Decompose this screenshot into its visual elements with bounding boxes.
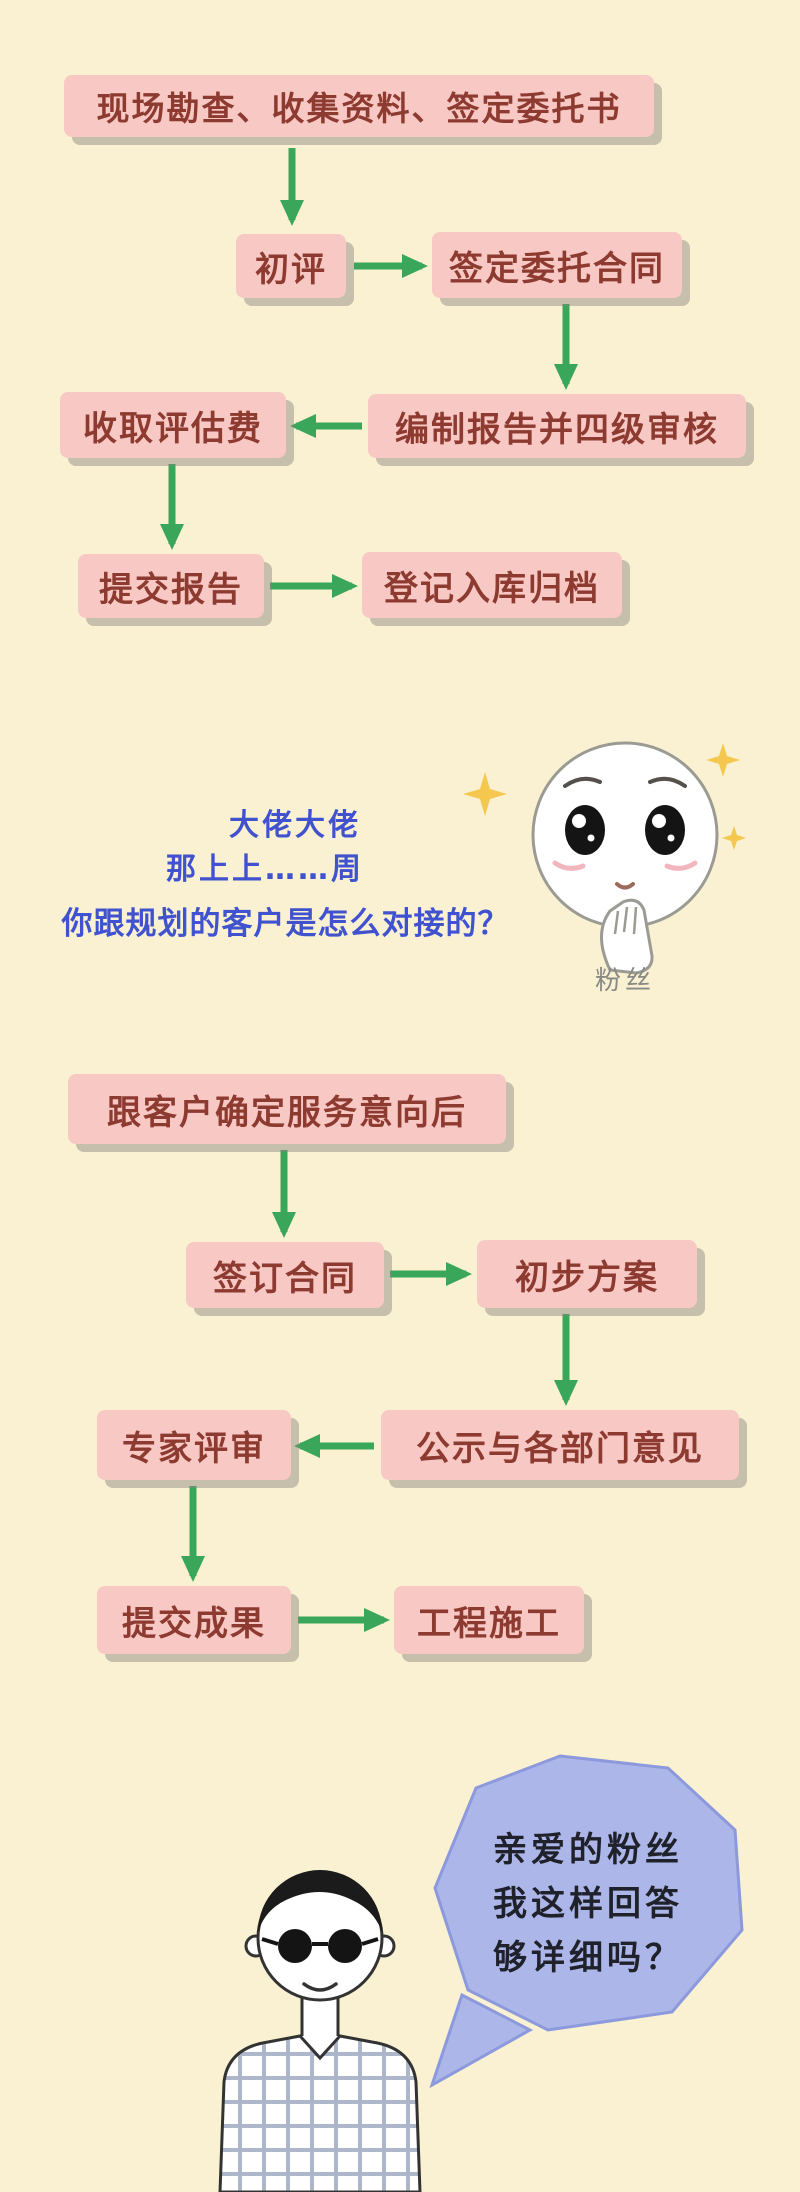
flow2-node-public-opinion: 公示与各部门意见 [381, 1410, 739, 1480]
fan-face [531, 741, 719, 929]
flow1-node-site-survey: 现场勘查、收集资料、签定委托书 [64, 75, 654, 137]
sparkle-icon [463, 772, 507, 816]
man-illustration [218, 1870, 422, 2192]
fan-eye [565, 805, 605, 855]
fan-mouth [615, 882, 635, 890]
flow1-node-initial-assessment: 初评 [236, 234, 346, 298]
flow1-node-report-review: 编制报告并四级审核 [368, 394, 746, 458]
bubble-line-2: 我这样回答 [493, 1884, 683, 1924]
flow1-node-collect-fee: 收取评估费 [60, 392, 286, 458]
flow2-node-confirm-intent: 跟客户确定服务意向后 [68, 1074, 506, 1144]
fan-fingers [613, 906, 638, 935]
flow2-node-submit-results: 提交成果 [97, 1586, 291, 1654]
flow2-node-preliminary-plan: 初步方案 [477, 1240, 697, 1308]
fan-illustration [463, 741, 746, 975]
sparkle-icon [722, 826, 746, 850]
sunglasses-icon [278, 1929, 312, 1963]
fan-praying-hands [600, 898, 654, 975]
sunglasses-bridge [261, 1937, 379, 1946]
question-line-1: 大佬大佬 [229, 808, 361, 843]
bubble-line-1: 亲爱的粉丝 [493, 1830, 683, 1870]
bubble-line-3: 够详细吗？ [493, 1938, 683, 1978]
fan-eye [645, 805, 685, 855]
fan-blush [664, 860, 698, 871]
fan-eyebrow [563, 776, 602, 788]
sunglasses-icon [328, 1929, 362, 1963]
man-hair [258, 1870, 382, 1932]
eye-highlight [667, 834, 675, 842]
eye-highlight [572, 814, 586, 828]
fan-blush [552, 860, 586, 871]
eye-highlight [587, 834, 595, 842]
sparkle-icon [706, 743, 740, 777]
flow2-node-sign-contract: 签订合同 [186, 1242, 384, 1308]
fan-label: 粉丝 [594, 966, 655, 996]
flow2-node-construction: 工程施工 [394, 1586, 584, 1654]
flow1-node-archive: 登记入库归档 [362, 552, 622, 618]
flow1-node-sign-contract: 签定委托合同 [432, 232, 682, 298]
question-line-2: 那上上……周 [166, 852, 364, 887]
man-collar [298, 2034, 342, 2061]
flow2-node-expert-review: 专家评审 [97, 1410, 291, 1480]
man-smile [302, 1982, 338, 1992]
fan-eyebrow [648, 776, 687, 788]
question-line-3: 你跟规划的客户是怎么对接的？ [61, 906, 510, 942]
eye-highlight [652, 814, 666, 828]
flow1-node-submit-report: 提交报告 [78, 554, 264, 618]
